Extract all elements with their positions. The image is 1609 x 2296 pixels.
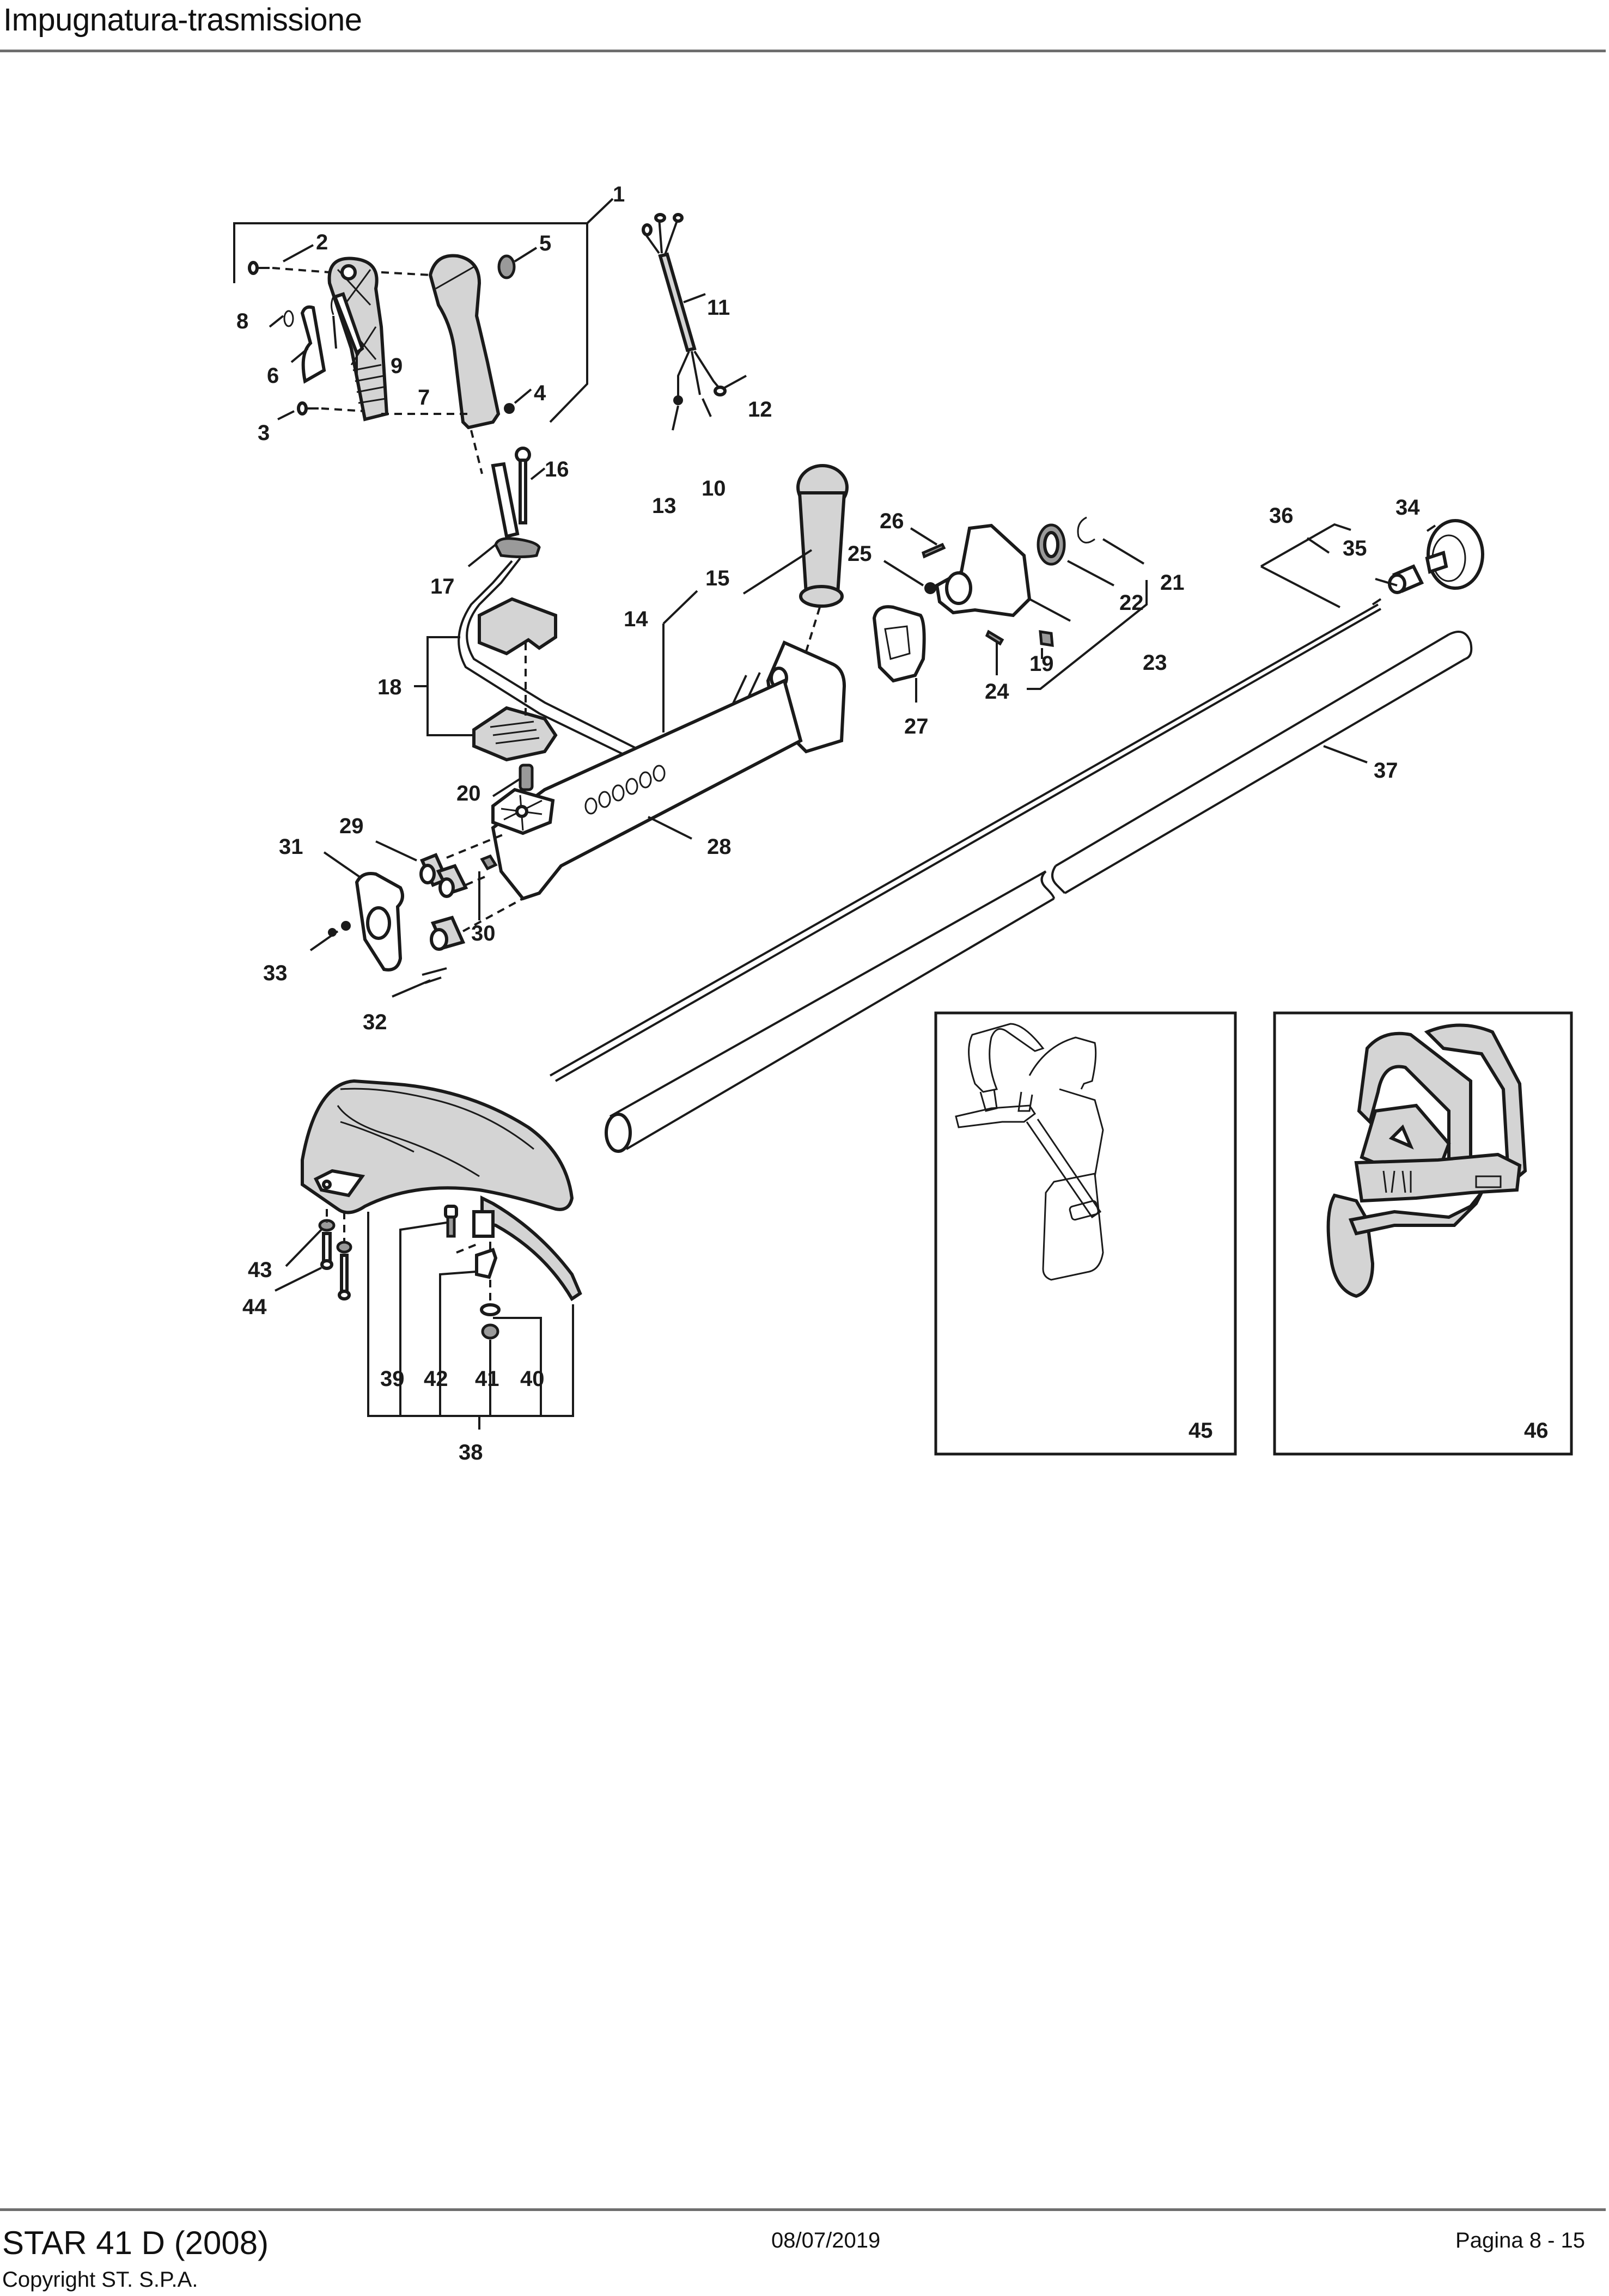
nut-small xyxy=(504,403,515,414)
callout-10: 10 xyxy=(702,477,726,500)
spacer-bushings xyxy=(419,853,468,951)
clamp-upper xyxy=(478,597,557,656)
footer-copyright: Copyright ST. S.P.A. xyxy=(2,2268,198,2292)
callout-group-1: 1 xyxy=(233,182,625,423)
footer-divider xyxy=(0,2208,1606,2211)
handle-body xyxy=(491,678,803,901)
callout-24: 24 xyxy=(985,680,1009,704)
inset-harness-simple: 45 xyxy=(934,1011,1237,1456)
callout-1: 1 xyxy=(613,182,625,206)
callout-5: 5 xyxy=(539,231,551,255)
throttle-rod xyxy=(333,292,364,356)
callout-12: 12 xyxy=(748,398,772,422)
clutch-housing xyxy=(935,523,1032,618)
callout-31: 31 xyxy=(279,835,303,859)
circlip xyxy=(1077,516,1095,544)
header-divider xyxy=(0,50,1606,52)
callout-22: 22 xyxy=(1119,591,1144,615)
callout-41: 41 xyxy=(475,1367,499,1391)
guard-fasteners xyxy=(318,1205,501,1340)
callout-32: 32 xyxy=(363,1010,387,1034)
inset-label-46: 46 xyxy=(1524,1419,1549,1443)
drive-shaft xyxy=(550,603,1381,1082)
handlebar-tube-left xyxy=(491,462,520,539)
callout-15: 15 xyxy=(705,566,730,590)
screw-26 xyxy=(921,542,946,559)
inset-harness-padded: 46 xyxy=(1273,1011,1573,1456)
callout-17: 17 xyxy=(430,575,455,599)
clutch-drum-cover xyxy=(872,605,926,683)
bearing xyxy=(1037,523,1066,566)
clamp-lower xyxy=(472,706,558,762)
pin xyxy=(331,296,334,315)
page-title: Impugnatura-trasmissione xyxy=(3,2,362,38)
throttle-handle-right-half xyxy=(428,254,501,430)
callout-16: 16 xyxy=(545,457,569,481)
callout-21: 21 xyxy=(1160,571,1185,595)
callout-37: 37 xyxy=(1374,759,1398,783)
flange-nut xyxy=(480,854,498,871)
callout-9: 9 xyxy=(391,354,403,378)
callout-44: 44 xyxy=(242,1295,267,1319)
stop-switch-wire xyxy=(642,213,727,405)
blade-guard xyxy=(301,1079,574,1214)
callout-33: 33 xyxy=(263,961,288,985)
callout-36: 36 xyxy=(1269,504,1294,528)
guard-bracket xyxy=(472,1195,582,1302)
footer-model-name: STAR 41 D (2008) xyxy=(2,2225,269,2261)
clutch-drum xyxy=(1425,519,1484,590)
callout-2: 2 xyxy=(316,230,328,254)
drive-tube xyxy=(605,631,1473,1153)
body-holes xyxy=(584,765,666,815)
callout-3: 3 xyxy=(258,421,270,445)
clamp-spring xyxy=(519,764,534,791)
grub-screw-19 xyxy=(1039,630,1054,647)
trigger-spring xyxy=(283,310,294,327)
callout-13: 13 xyxy=(652,494,676,518)
screw-top xyxy=(248,261,330,275)
callout-25: 25 xyxy=(848,542,872,566)
callout-39: 39 xyxy=(380,1367,405,1391)
callout-11: 11 xyxy=(707,296,730,320)
drive-shaft-coupling xyxy=(1388,564,1424,594)
callout-7: 7 xyxy=(418,386,430,410)
throttle-trigger xyxy=(300,305,326,384)
callout-27: 27 xyxy=(904,715,929,738)
callout-30: 30 xyxy=(471,921,496,945)
callout-35: 35 xyxy=(1343,536,1367,560)
nut-33 xyxy=(341,921,351,931)
callout-23: 23 xyxy=(1143,651,1167,675)
callout-20: 20 xyxy=(456,781,481,805)
callout-43: 43 xyxy=(248,1258,272,1282)
callout-18: 18 xyxy=(377,675,402,699)
footer-page-number: Pagina 8 - 15 xyxy=(1455,2228,1585,2252)
nut xyxy=(497,254,516,279)
callout-28: 28 xyxy=(707,835,732,859)
screw-24 xyxy=(985,630,1004,646)
front-grip xyxy=(796,464,849,608)
callout-8: 8 xyxy=(236,309,248,333)
washer-25 xyxy=(924,582,936,594)
handlebar-bolt xyxy=(515,447,531,524)
clamp-knob xyxy=(494,537,541,558)
callout-4: 4 xyxy=(534,381,546,405)
callout-29: 29 xyxy=(339,814,364,838)
callout-42: 42 xyxy=(424,1367,448,1391)
callout-40: 40 xyxy=(520,1367,545,1391)
inset-label-45: 45 xyxy=(1189,1419,1213,1443)
callout-14: 14 xyxy=(624,607,648,631)
callout-6: 6 xyxy=(267,364,279,388)
screw-bottom xyxy=(297,401,365,416)
callout-34: 34 xyxy=(1395,496,1420,520)
callout-26: 26 xyxy=(880,509,904,533)
footer-date: 08/07/2019 xyxy=(771,2228,881,2252)
callout-19: 19 xyxy=(1029,652,1054,676)
callout-38: 38 xyxy=(459,1440,483,1464)
